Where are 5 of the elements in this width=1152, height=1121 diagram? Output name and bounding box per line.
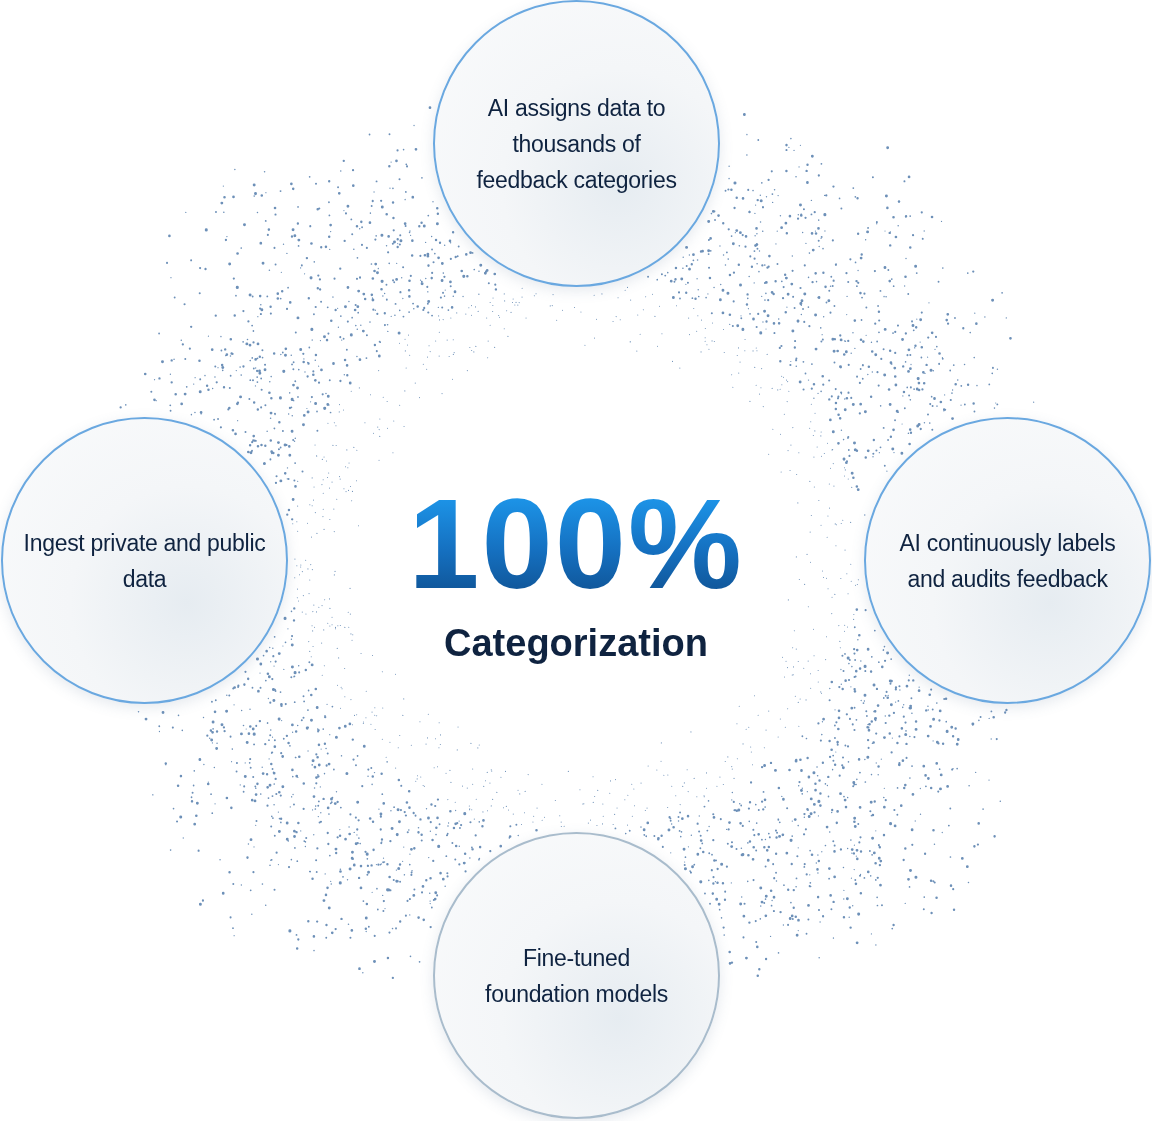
step-text: Ingest private and public data (22, 528, 267, 594)
step-text: Fine-tuned foundation models (484, 943, 669, 1009)
headline-caption: Categorization (444, 622, 708, 665)
step-text: AI continuously labels and audits feedback (898, 528, 1117, 594)
step-text: AI assigns data to thousands of feedback categories (475, 93, 678, 195)
